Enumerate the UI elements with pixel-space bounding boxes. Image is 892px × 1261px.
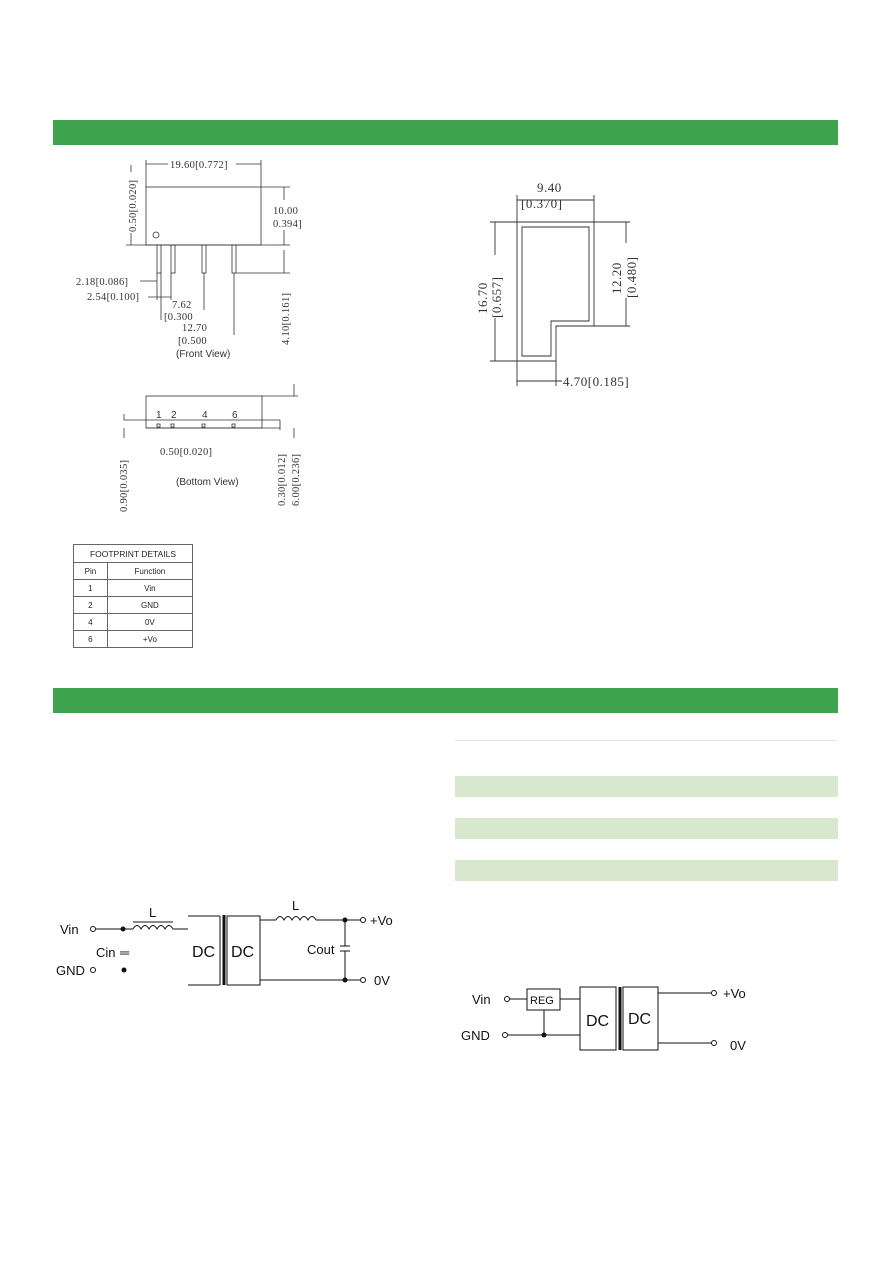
table-row: 6 +Vo xyxy=(73,630,194,648)
dim-total-height: 16.70 xyxy=(475,282,490,314)
dim-pin4-dist: 7.62 xyxy=(172,300,192,311)
bottom-view-drawing xyxy=(123,384,298,438)
front-view-drawing xyxy=(126,160,290,335)
bottom-view-texts: 1 2 4 6 0.50[0.020] 0.90[0.035] 0.30[0.0… xyxy=(119,410,302,512)
footprint-table-title: FOOTPRINT DETAILS xyxy=(73,544,193,563)
section-header-band-application xyxy=(53,688,838,713)
filter-lin-label: L xyxy=(149,905,156,920)
bottom-view-caption: (Bottom View) xyxy=(176,477,239,488)
filter-0v-label: 0V xyxy=(374,973,390,988)
dim-top-width: 9.40 xyxy=(537,180,562,195)
dim-width: 19.60[0.772] xyxy=(170,160,228,171)
pin-label-2: 2 xyxy=(171,410,177,421)
table-row: 1 Vin xyxy=(73,579,194,597)
dim-pin6-dist: 12.70 xyxy=(182,323,207,334)
table-row xyxy=(455,797,838,818)
filter-vo-label: +Vo xyxy=(370,913,393,928)
filter-cout-label: Cout xyxy=(307,942,335,957)
front-view-dimension-texts: 19.60[0.772] 10.00 0.394] 4.10[0.161] 0.… xyxy=(76,160,302,360)
component-value-table xyxy=(455,740,838,883)
table-row: 4 0V xyxy=(73,613,194,631)
footprint-table-header-function: Function xyxy=(106,562,194,580)
dim-right-height-in: [0.480] xyxy=(624,257,639,298)
pin-label-6: 6 xyxy=(232,410,238,421)
filter-cin-cap-symbol: ═ xyxy=(119,945,130,960)
table-row: 2 GND xyxy=(73,596,194,614)
schematic-reg-drawing xyxy=(502,986,717,1051)
filter-dc2-label: DC xyxy=(231,944,254,961)
dim-total-height-in: [0.657] xyxy=(489,277,504,318)
table-cell-function: 0V xyxy=(106,613,194,631)
footprint-table-header-pin: Pin xyxy=(73,562,108,580)
table-row xyxy=(455,839,838,860)
filter-dc1-label: DC xyxy=(192,944,215,961)
footprint-details-table: FOOTPRINT DETAILS Pin Function 1 Vin 2 G… xyxy=(73,544,194,648)
dim-pitch: 2.54[0.100] xyxy=(87,292,139,303)
footprint-outline-drawing xyxy=(490,195,630,386)
table-cell-function: GND xyxy=(106,596,194,614)
table-row xyxy=(455,860,838,881)
reg-dc2-label: DC xyxy=(628,1011,651,1028)
table-cell-pin: 4 xyxy=(73,613,108,631)
filter-gnd-label: GND xyxy=(56,963,85,978)
table-cell-function: +Vo xyxy=(106,630,194,648)
filter-cin-label: Cin xyxy=(96,945,116,960)
dim-thickness: 0.30[0.012] xyxy=(277,454,288,506)
dim-pin4-dist-in: [0.300 xyxy=(164,312,193,323)
reg-vin-label: Vin xyxy=(472,992,491,1007)
table-cell-pin: 1 xyxy=(73,579,108,597)
front-view-caption: (Front View) xyxy=(176,349,230,360)
dim-pin1-offset: 2.18[0.086] xyxy=(76,277,128,288)
dim-right-height: 12.20 xyxy=(609,262,624,294)
table-header-row xyxy=(455,740,838,777)
pin-label-1: 1 xyxy=(156,410,162,421)
table-row xyxy=(455,776,838,797)
reg-dc1-label: DC xyxy=(586,1013,609,1030)
schematic-filter-texts: Vin GND L Cin ═ DC DC L Cout +Vo 0V xyxy=(56,898,393,988)
dim-pin-dia: 0.50[0.020] xyxy=(160,447,212,458)
table-cell-pin: 2 xyxy=(73,596,108,614)
footprint-outline-texts: 9.40 [0.370] 16.70 [0.657] 12.20 [0.480]… xyxy=(475,180,639,389)
schematic-filter-drawing xyxy=(90,915,366,986)
dim-pin6-dist-in: [0.500 xyxy=(178,336,207,347)
dim-side-offset: 0.90[0.035] xyxy=(119,460,130,512)
table-cell-function: Vin xyxy=(106,579,194,597)
dim-top-width-in: [0.370] xyxy=(521,196,562,211)
dim-height-in: 0.394] xyxy=(273,219,302,230)
dim-depth: 6.00[0.236] xyxy=(291,454,302,506)
reg-0v-label: 0V xyxy=(730,1038,746,1053)
table-cell-pin: 6 xyxy=(73,630,108,648)
schematic-reg-texts: Vin GND REG DC DC +Vo 0V xyxy=(461,986,746,1053)
reg-vo-label: +Vo xyxy=(723,986,746,1001)
filter-vin-label: Vin xyxy=(60,922,79,937)
table-row xyxy=(455,818,838,839)
dim-bottom-width: 4.70[0.185] xyxy=(563,374,629,389)
reg-block-label: REG xyxy=(530,995,554,1007)
dim-lead-length: 4.10[0.161] xyxy=(281,293,292,345)
dim-height: 10.00 xyxy=(273,206,298,217)
dim-standoff: 0.50[0.020] xyxy=(128,180,139,232)
pin-label-4: 4 xyxy=(202,410,208,421)
reg-gnd-label: GND xyxy=(461,1028,490,1043)
section-header-band-outline xyxy=(53,120,838,145)
filter-lout-label: L xyxy=(292,898,299,913)
